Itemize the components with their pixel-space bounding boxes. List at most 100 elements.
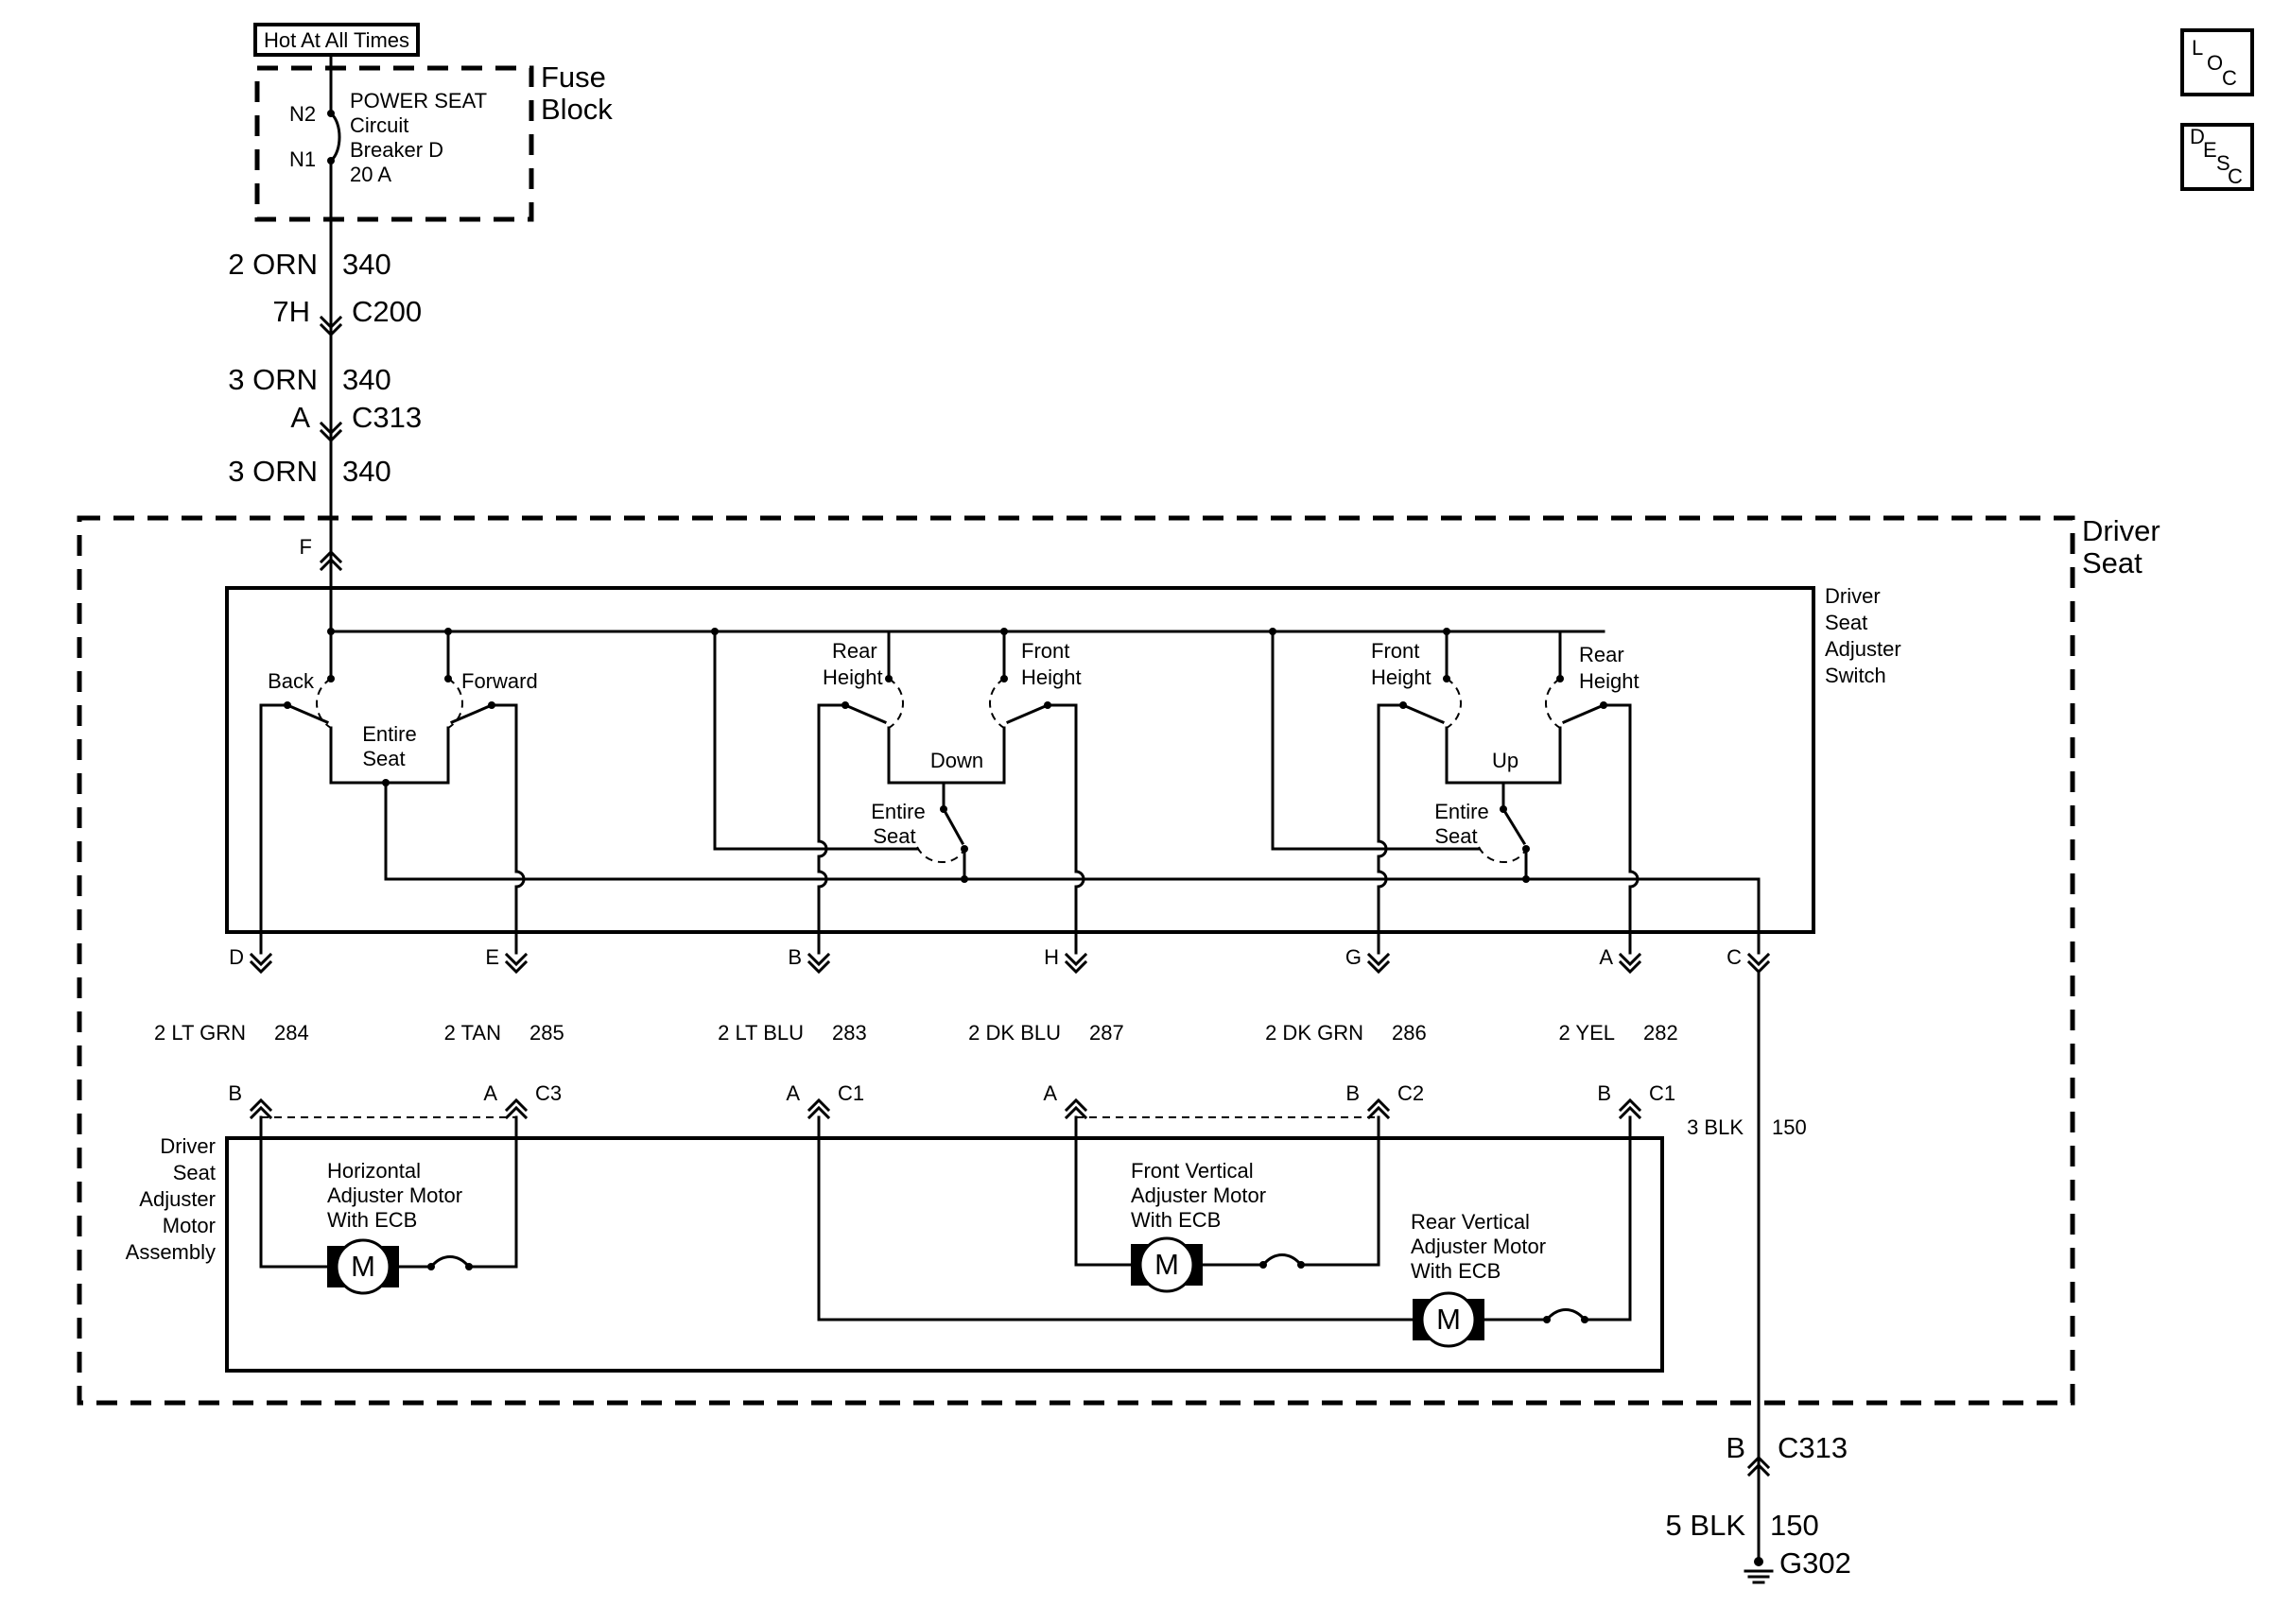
svg-text:20 A: 20 A (350, 163, 391, 186)
switch-pin-label: C (1726, 945, 1742, 969)
motor-pin-label: B (1597, 1081, 1611, 1105)
wire-circuit-label: 286 (1392, 1021, 1427, 1045)
svg-text:C: C (2228, 164, 2243, 188)
svg-text:Height: Height (823, 665, 883, 689)
c313-upper-label: C313 (352, 401, 422, 434)
svg-text:Front: Front (1371, 639, 1419, 663)
breaker-text: POWER SEAT (350, 89, 487, 112)
svg-text:340: 340 (342, 248, 391, 281)
svg-text:3 ORN: 3 ORN (228, 363, 318, 396)
svg-text:B: B (1726, 1431, 1745, 1464)
svg-text:Seat: Seat (1434, 824, 1477, 848)
svg-text:Rear: Rear (1579, 643, 1624, 666)
svg-text:Adjuster Motor: Adjuster Motor (327, 1183, 462, 1207)
motor-pin-label: A (786, 1081, 800, 1105)
svg-text:Rear: Rear (832, 639, 877, 663)
connector-c200-symbol (319, 315, 343, 337)
wire-circuit-label: 283 (832, 1021, 867, 1045)
ground-symbol (1744, 1557, 1774, 1584)
wire-circuit-label: 150 (1772, 1115, 1807, 1139)
svg-text:Seat: Seat (1825, 611, 1867, 634)
front-vertical-motor-label: Front Vertical (1131, 1159, 1254, 1183)
wire-color-label: 2 LT GRN (154, 1021, 246, 1045)
svg-text:Assembly: Assembly (126, 1240, 216, 1264)
hot-label: Hot At All Times (264, 28, 409, 52)
c313-lower-label: C313 (1778, 1431, 1848, 1464)
forward-switch-arm (450, 703, 494, 724)
switch-pin-symbol (807, 952, 831, 975)
wire-color-label: 2 DK GRN (1265, 1021, 1363, 1045)
wire-circuit-label: 287 (1089, 1021, 1124, 1045)
connector-label: C1 (838, 1081, 864, 1105)
svg-text:3 ORN: 3 ORN (228, 455, 318, 488)
n2-label: N2 (289, 102, 316, 126)
back-label: Back (268, 669, 315, 693)
svg-text:Adjuster Motor: Adjuster Motor (1411, 1235, 1546, 1258)
horizontal-motor-label: Horizontal (327, 1159, 421, 1183)
wire-color-label: 2 LT BLU (718, 1021, 804, 1045)
svg-text:Adjuster: Adjuster (1825, 637, 1901, 661)
svg-text:M: M (1154, 1248, 1179, 1281)
motor-assembly-box (225, 1136, 1664, 1373)
wire-color-label: 2 YEL (1558, 1021, 1615, 1045)
c200-label: C200 (352, 295, 422, 328)
svg-text:Height: Height (1579, 669, 1640, 693)
rear-vertical-ecb (1544, 1308, 1588, 1322)
switch-pin-symbol (1366, 952, 1391, 975)
switch-label: Driver (1825, 584, 1881, 608)
switch-pin-label: D (229, 945, 244, 969)
motor-pin-symbol (504, 1097, 529, 1120)
svg-text:F: F (300, 535, 312, 559)
svg-text:Seat: Seat (873, 824, 915, 848)
svg-text:7H: 7H (272, 295, 310, 328)
connector-c313-upper-symbol (319, 421, 343, 443)
svg-text:L: L (2192, 36, 2203, 60)
g302-label: G302 (1779, 1546, 1851, 1580)
circuit-breaker-symbol (328, 111, 341, 164)
svg-text:M: M (351, 1250, 375, 1283)
switch-pin-symbol (1746, 952, 1771, 975)
motor-pin-label: B (1345, 1081, 1360, 1105)
driver-seat-box (77, 515, 2075, 1406)
pin-f-symbol (319, 549, 343, 572)
svg-text:Breaker D: Breaker D (350, 138, 443, 162)
svg-text:Block: Block (541, 93, 613, 126)
switch-pin-symbol (1618, 952, 1642, 975)
svg-text:Circuit: Circuit (350, 113, 408, 137)
back-switch-arm (286, 703, 329, 724)
feed-wire-1-color: 2 ORN (228, 248, 318, 281)
svg-text:Adjuster Motor: Adjuster Motor (1131, 1183, 1266, 1207)
svg-text:Motor: Motor (163, 1214, 216, 1237)
n1-label: N1 (289, 147, 316, 171)
wire-color-label: 2 DK BLU (968, 1021, 1061, 1045)
switch-pin-symbol (504, 952, 529, 975)
svg-text:C: C (2222, 66, 2237, 90)
motor-pin-symbol (1064, 1097, 1088, 1120)
motor-pin-label: A (1043, 1081, 1057, 1105)
connector-label: C2 (1397, 1081, 1424, 1105)
motor-pin-symbol (1366, 1097, 1391, 1120)
svg-text:150: 150 (1770, 1509, 1819, 1542)
svg-text:With ECB: With ECB (327, 1208, 417, 1232)
svg-text:Height: Height (1021, 665, 1082, 689)
svg-text:340: 340 (342, 363, 391, 396)
svg-text:S: S (2216, 151, 2230, 175)
svg-text:Seat: Seat (173, 1161, 216, 1184)
svg-text:Entire: Entire (871, 800, 925, 823)
front-vertical-motor: M (1131, 1236, 1203, 1293)
motor-pin-symbol (1618, 1097, 1642, 1120)
desc-icon[interactable]: D E S C (2180, 123, 2254, 191)
up-label: Up (1492, 749, 1518, 772)
fuse-block-label: Fuse (541, 60, 606, 94)
switch-pin-symbol (249, 952, 273, 975)
motor-pin-label: B (228, 1081, 242, 1105)
hot-label-box (253, 23, 420, 57)
svg-text:E: E (2203, 138, 2217, 162)
down-label: Down (930, 749, 983, 772)
loc-icon[interactable]: L O C (2180, 28, 2254, 96)
forward-label: Forward (461, 669, 538, 693)
driver-seat-label: Driver (2082, 514, 2160, 547)
svg-text:Height: Height (1371, 665, 1431, 689)
svg-text:Entire: Entire (362, 722, 416, 746)
